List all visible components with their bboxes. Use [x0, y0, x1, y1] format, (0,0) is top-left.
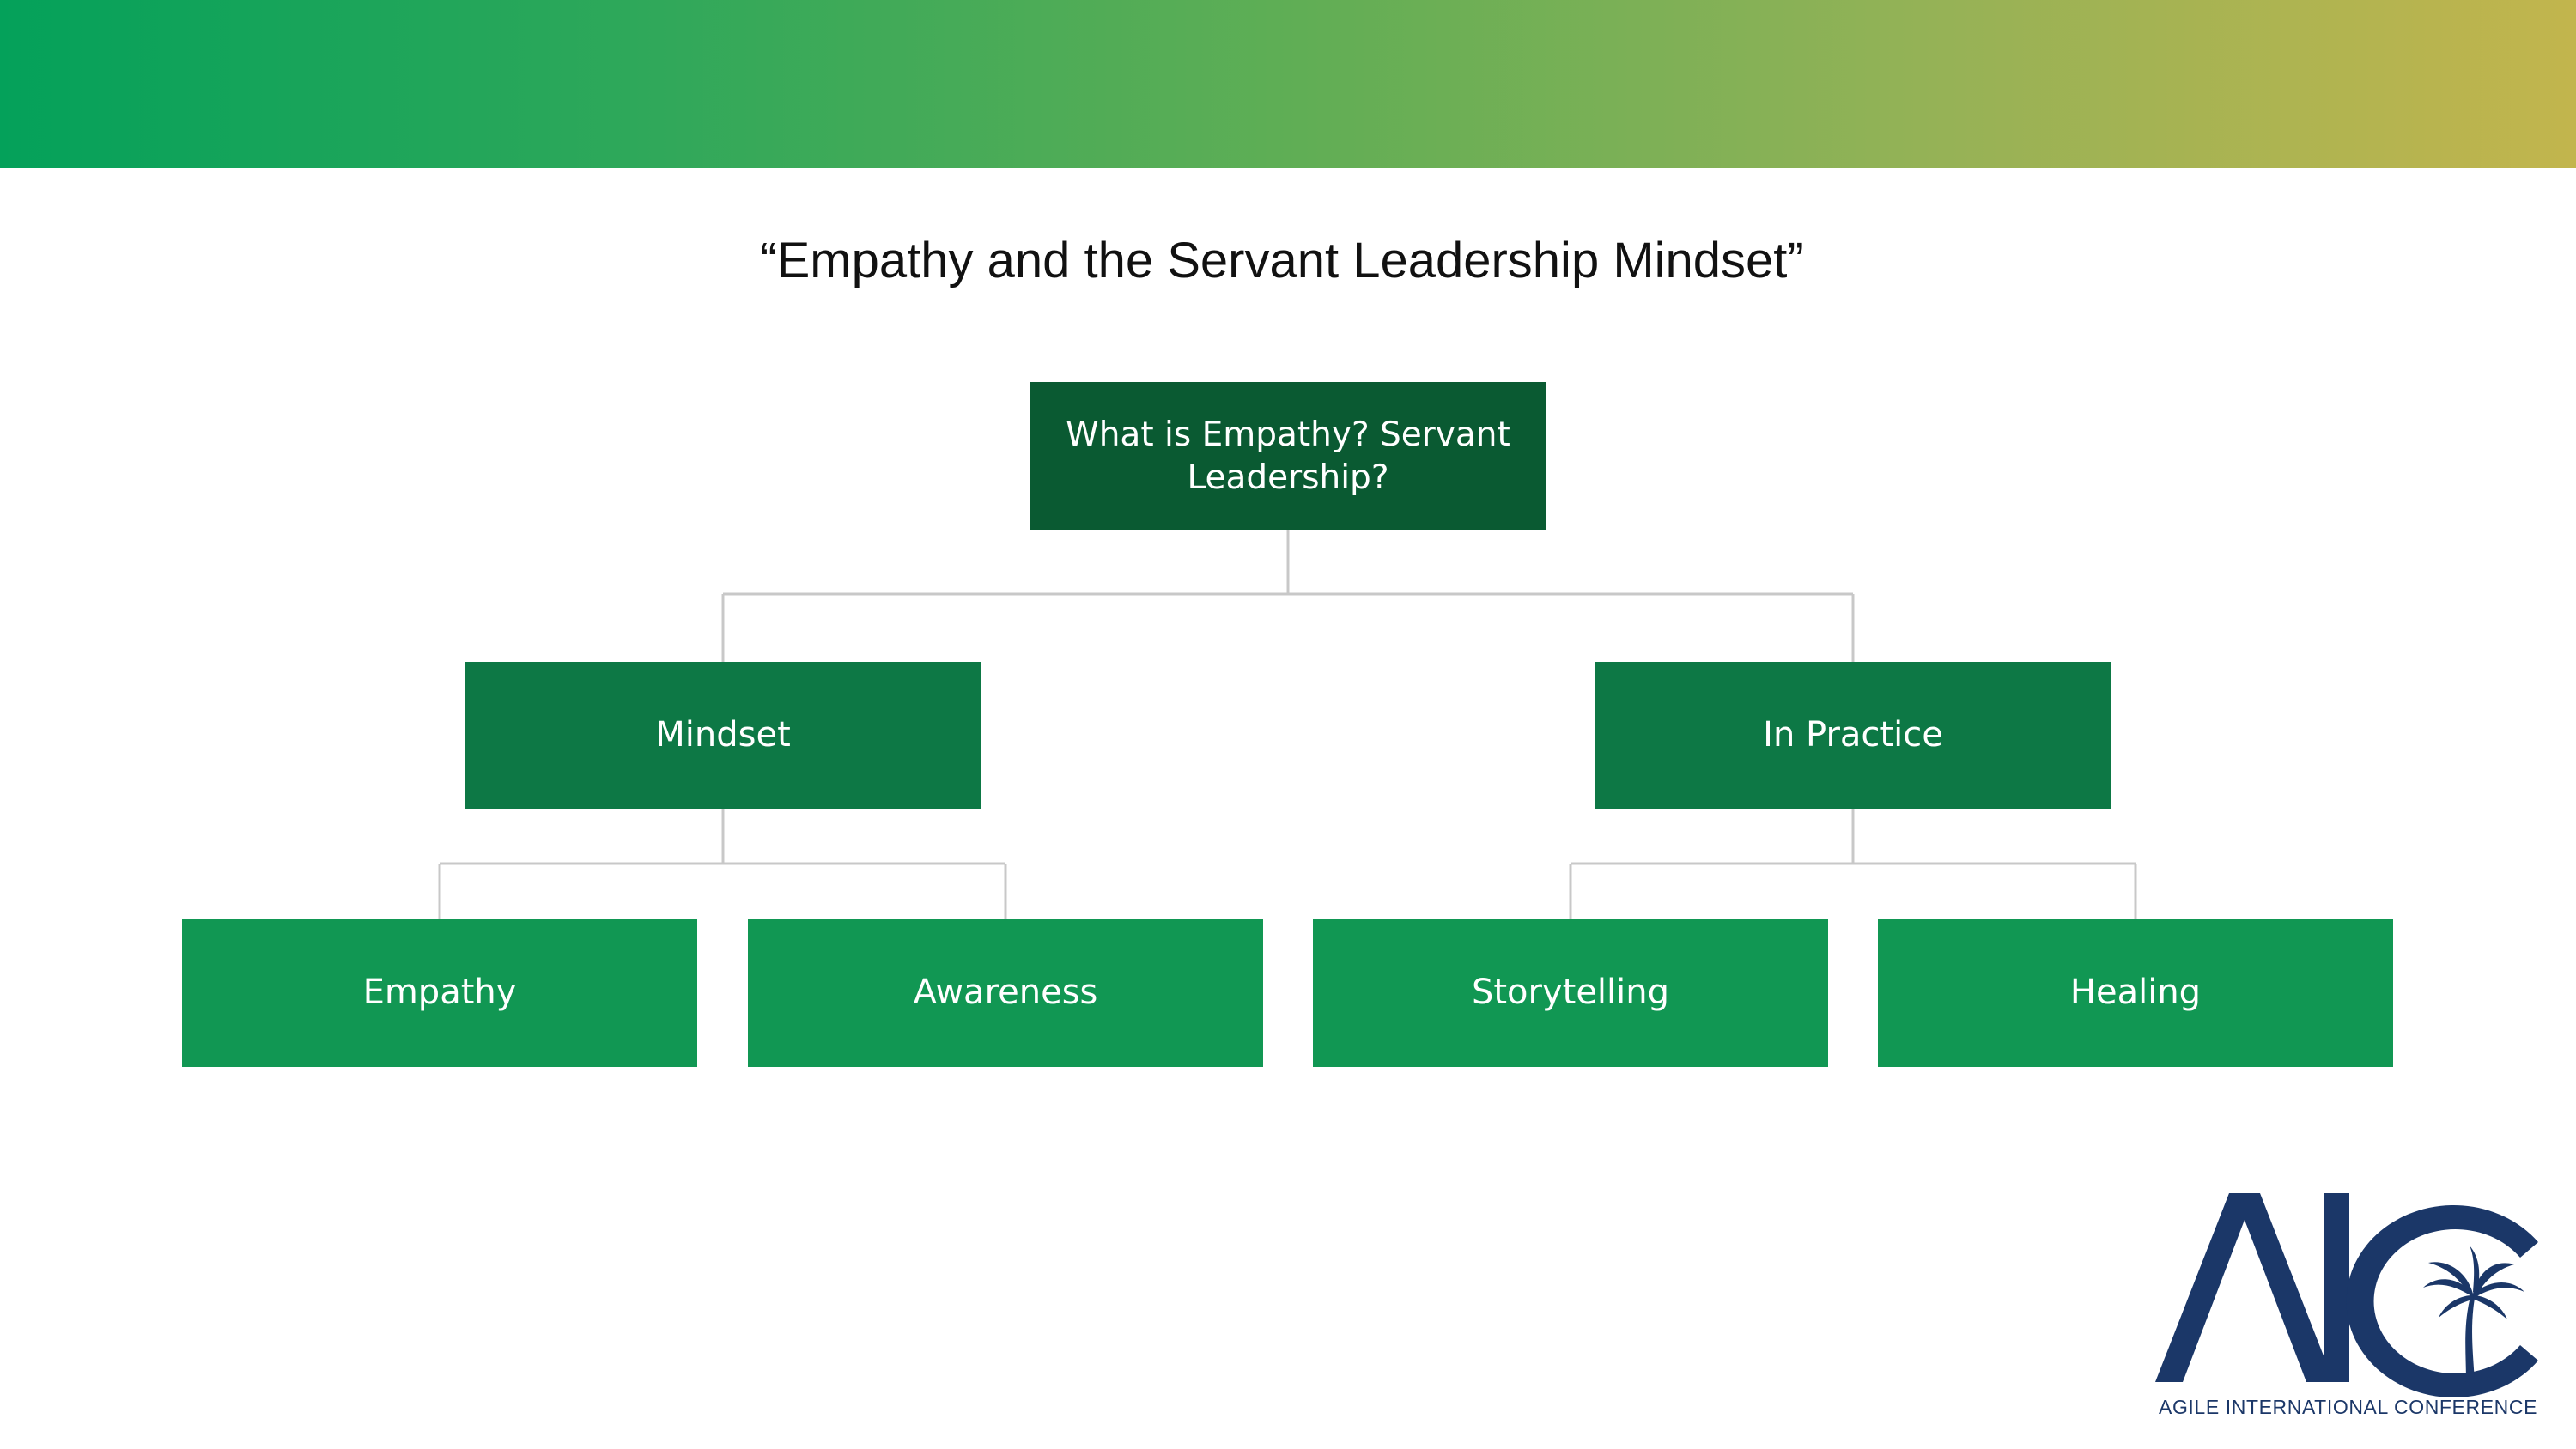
slide-title: “Empathy and the Servant Leadership Mind…: [760, 233, 1804, 288]
org-node-storytelling-label: Storytelling: [1471, 973, 1670, 1013]
org-node-in-practice-label: In Practice: [1763, 715, 1943, 755]
logo-caption: AGILE INTERNATIONAL CONFERENCE: [2159, 1396, 2538, 1418]
org-node-root-label: What is Empathy? Servant Leadership?: [1066, 415, 1510, 497]
org-node-root: What is Empathy? Servant Leadership?: [1030, 382, 1546, 530]
aic-logo: [2155, 1193, 2538, 1397]
org-node-mindset-label: Mindset: [655, 715, 791, 755]
org-node-mindset: Mindset: [465, 662, 981, 809]
org-node-healing-label: Healing: [2069, 973, 2202, 1013]
connector-practice-to-leaves: [1569, 809, 2137, 919]
connector-root-to-branches: [721, 530, 1855, 662]
org-node-healing: Healing: [1878, 919, 2393, 1067]
palm-tree-icon: [2423, 1246, 2524, 1382]
org-node-empathy-label: Empathy: [362, 973, 517, 1013]
org-node-storytelling: Storytelling: [1313, 919, 1828, 1067]
connector-mindset-to-leaves: [438, 809, 1007, 919]
org-node-awareness: Awareness: [748, 919, 1263, 1067]
org-node-in-practice: In Practice: [1595, 662, 2111, 809]
org-node-awareness-label: Awareness: [913, 973, 1098, 1013]
org-node-empathy: Empathy: [182, 919, 697, 1067]
header-gradient-band: [0, 0, 2576, 168]
